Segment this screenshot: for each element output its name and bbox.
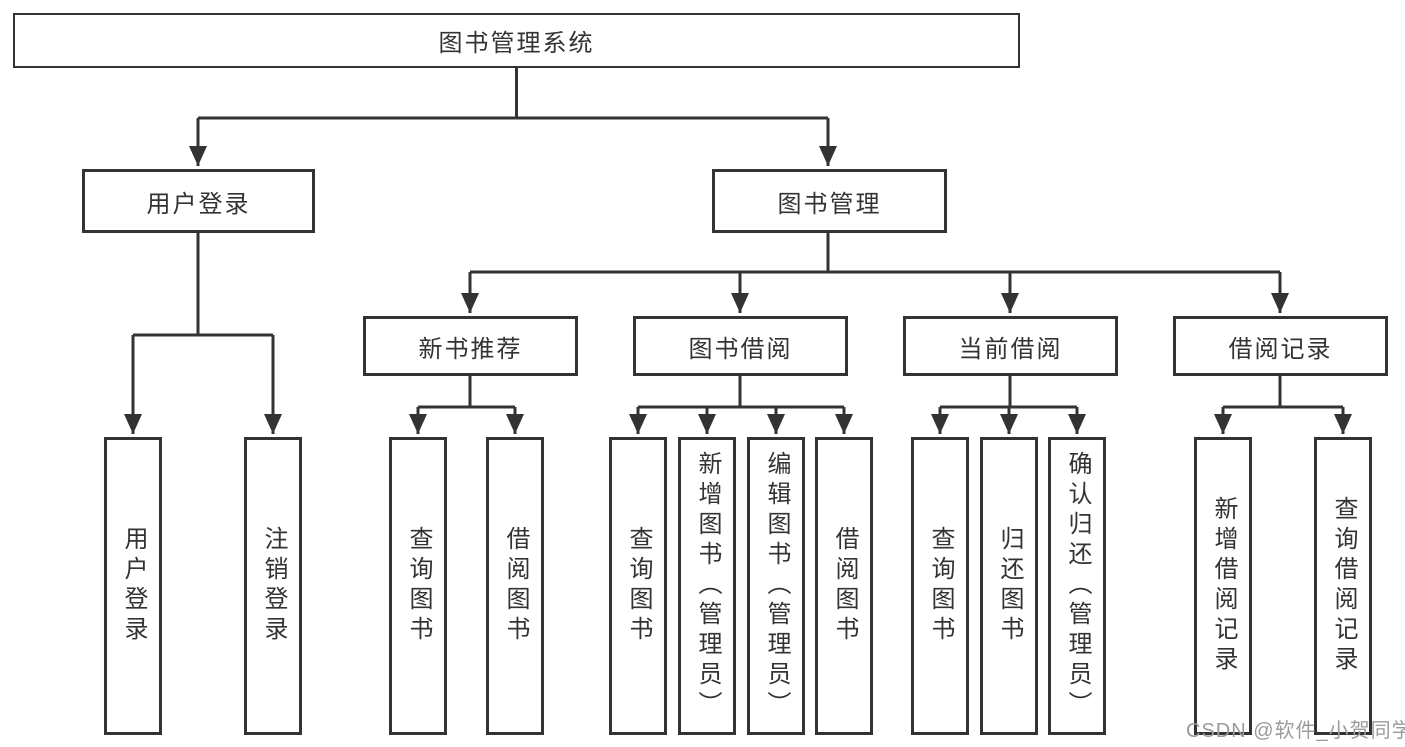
leaf-borrow-add-books-admin-label: 新增图书（管理员） <box>694 451 721 721</box>
csdn-watermark: CSDN @软件_小贺同学 <box>1186 720 1405 742</box>
connector-book-borrow-to-leaves <box>629 376 853 434</box>
leaf-borrow-edit-books-admin: 编辑图书（管理员） <box>747 437 805 735</box>
leaf-records-add-record-label: 新增借阅记录 <box>1210 496 1237 676</box>
node-current-borrow-label: 当前借阅 <box>958 335 1063 363</box>
leaf-user-login-label: 用户登录 <box>120 526 147 646</box>
leaf-current-confirm-return-admin: 确认归还（管理员） <box>1048 437 1106 735</box>
leaf-current-return-books: 归还图书 <box>980 437 1038 735</box>
leaf-records-add-record: 新增借阅记录 <box>1194 437 1252 735</box>
node-root-label: 图书管理系统 <box>438 30 595 57</box>
connector-user-login-to-leaves <box>124 233 282 434</box>
leaf-current-return-books-label: 归还图书 <box>996 526 1023 646</box>
leaf-recommend-query-books-label: 查询图书 <box>405 526 432 646</box>
leaf-user-login: 用户登录 <box>104 437 162 735</box>
leaf-records-query-record: 查询借阅记录 <box>1314 437 1372 735</box>
node-borrow-records-label: 借阅记录 <box>1228 335 1333 363</box>
node-user-login-label: 用户登录 <box>146 190 251 218</box>
node-user-login: 用户登录 <box>82 169 315 233</box>
leaf-current-query-books-label: 查询图书 <box>927 526 954 646</box>
leaf-logout-label: 注销登录 <box>260 526 287 646</box>
connector-book-management-to-level3 <box>461 233 1289 313</box>
leaf-borrow-borrow-books: 借阅图书 <box>815 437 873 735</box>
node-new-book-recommend-label: 新书推荐 <box>418 335 523 363</box>
leaf-recommend-borrow-books: 借阅图书 <box>486 437 544 735</box>
node-current-borrow: 当前借阅 <box>903 316 1118 376</box>
leaf-records-query-record-label: 查询借阅记录 <box>1330 496 1357 676</box>
leaf-logout: 注销登录 <box>244 437 302 735</box>
node-book-borrow: 图书借阅 <box>633 316 848 376</box>
leaf-borrow-borrow-books-label: 借阅图书 <box>831 526 858 646</box>
leaf-borrow-query-books-label: 查询图书 <box>625 526 652 646</box>
connector-new-book-recommend-to-leaves <box>409 376 524 434</box>
node-book-management: 图书管理 <box>712 169 947 233</box>
connector-root-to-level2 <box>189 68 837 166</box>
node-book-management-label: 图书管理 <box>777 190 882 218</box>
leaf-current-confirm-return-admin-label: 确认归还（管理员） <box>1064 451 1091 721</box>
node-borrow-records: 借阅记录 <box>1173 316 1388 376</box>
leaf-borrow-query-books: 查询图书 <box>609 437 667 735</box>
leaf-borrow-edit-books-admin-label: 编辑图书（管理员） <box>763 451 790 721</box>
connector-borrow-records-to-leaves <box>1214 376 1352 434</box>
leaf-recommend-query-books: 查询图书 <box>389 437 447 735</box>
connector-current-borrow-to-leaves <box>931 376 1086 434</box>
node-new-book-recommend: 新书推荐 <box>363 316 578 376</box>
node-root-system: 图书管理系统 <box>13 13 1020 68</box>
leaf-borrow-add-books-admin: 新增图书（管理员） <box>678 437 736 735</box>
leaf-current-query-books: 查询图书 <box>911 437 969 735</box>
leaf-recommend-borrow-books-label: 借阅图书 <box>502 526 529 646</box>
node-book-borrow-label: 图书借阅 <box>688 335 793 363</box>
